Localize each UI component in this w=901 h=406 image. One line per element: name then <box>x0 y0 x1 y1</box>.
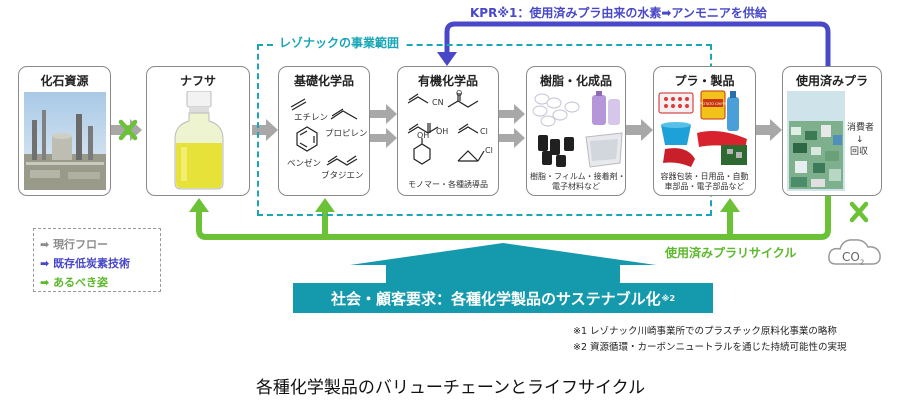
side-text: 回収 <box>850 147 869 157</box>
compound-label: OH <box>436 127 449 136</box>
banner-footnote-mark: ※2 <box>661 293 676 303</box>
box-title: 基礎化学品 <box>293 74 354 88</box>
co2-label: CO2 <box>842 250 865 267</box>
box-organic-chemicals: 有機化学品 CN O OH Cl OH Cl モノマー・各種誘導品 <box>397 66 499 196</box>
legend-arrow-icon: ➡ <box>40 257 50 270</box>
demand-arrow <box>350 243 656 283</box>
recycle-arrowhead <box>315 198 335 212</box>
x-mark-icon <box>118 119 138 141</box>
side-text: 消費者 <box>847 123 875 133</box>
plastic-waste-image <box>787 91 845 191</box>
box-title: 化石資源 <box>40 74 89 88</box>
box-naphtha: ナフサ <box>146 66 250 196</box>
legend-arrow-icon: ➡ <box>40 276 50 289</box>
kpr-arrow <box>444 21 831 66</box>
flow-arrow <box>756 119 782 141</box>
flow-arrow <box>252 119 278 141</box>
compound-label: CN <box>432 98 444 107</box>
legend-label: 現行フロー <box>53 238 109 251</box>
box-caption: 容器包装・日用品・自動 <box>660 172 749 181</box>
compound-label: プロピレン <box>325 129 368 139</box>
box-caption: 樹脂・フィルム・接着剤・ <box>530 172 626 181</box>
compound-label: ブタジエン <box>321 171 364 181</box>
compound-label: Cl <box>485 146 493 155</box>
box-used-plastics: 使用済みプラ 消費者 ↓ 回収 <box>782 66 882 196</box>
legend-label: 既存低炭素技術 <box>53 257 131 270</box>
co2-cloud-icon <box>828 239 881 265</box>
recycle-label: 使用済みプラリサイクル <box>665 246 797 260</box>
figure-caption: 各種化学製品のバリューチェーンとライフサイクル <box>255 378 646 398</box>
flow-arrow <box>370 104 397 124</box>
legend-label: あるべき姿 <box>53 276 109 289</box>
recycle-arrowhead <box>720 198 740 212</box>
compound-label: O <box>456 89 463 98</box>
legend-item-ideal: ➡ あるべき姿 <box>40 274 108 290</box>
organic-chemical-structures <box>407 93 485 165</box>
plastic-products-image: POTATO CHIPS <box>658 90 747 167</box>
kpr-arrowhead <box>437 52 457 66</box>
footnote-2: ※2 資源循環・カーボンニュートラルを通じた持続可能性の実現 <box>573 342 847 353</box>
box-title: 使用済みプラ <box>795 74 868 88</box>
demand-banner: 社会・顧客要求：各種化学製品のサステナブル化※2 <box>293 283 713 313</box>
naphtha-bottle-image <box>174 91 224 190</box>
flow-arrow <box>370 128 397 148</box>
compound-label: エチレン <box>294 113 329 123</box>
resin-products-image <box>532 91 623 168</box>
legend: ➡ 現行フロー ➡ 既存低炭素技術 ➡ あるべき姿 <box>33 228 161 292</box>
box-basic-chemicals: 基礎化学品 エチレン プロピレン ベンゼン ブタジエン <box>278 66 370 196</box>
box-fossil-resources: 化石資源 <box>18 66 111 196</box>
chip-bag-label: POTATO CHIPS <box>700 102 727 106</box>
box-title: 有機化学品 <box>417 74 478 88</box>
recycle-arrow <box>196 196 831 240</box>
box-caption: 電子材料など <box>552 182 600 191</box>
compound-label: ベンゼン <box>287 159 322 169</box>
basic-chemical-structures <box>290 98 358 166</box>
box-caption: モノマー・各種誘導品 <box>408 180 488 189</box>
banner-text: 社会・顧客要求：各種化学製品のサステナブル化 <box>330 289 661 308</box>
box-title: ナフサ <box>179 74 216 88</box>
business-range-label: レゾナックの事業範囲 <box>275 34 404 51</box>
compound-label: Cl <box>480 127 488 136</box>
footnote-1: ※1 レゾナック川崎事業所でのプラスチック原料化事業の略称 <box>573 326 837 337</box>
kpr-label: KPR※1：使用済みプラ由来の水素➡アンモニアを供給 <box>470 6 767 20</box>
compound-label: OH <box>417 131 430 140</box>
box-plastic-products: プラ・製品 POTATO CHIPS 容器包装・日用品・自動 車部品・電子部品な… <box>653 66 756 196</box>
x-mark-icon <box>849 201 869 223</box>
box-title: プラ・製品 <box>674 74 735 88</box>
box-title: 樹脂・化成品 <box>539 74 612 88</box>
flow-arrow <box>499 104 525 124</box>
legend-item-low-carbon: ➡ 既存低炭素技術 <box>40 255 130 271</box>
box-resins: 樹脂・化成品 樹脂・フィルム・接着剤・ 電子材料など <box>526 66 626 196</box>
refinery-image <box>24 92 106 190</box>
recycle-arrowhead <box>189 198 209 212</box>
legend-item-current: ➡ 現行フロー <box>40 236 108 252</box>
box-caption: 車部品・電子部品など <box>664 182 745 191</box>
side-text: ↓ <box>856 135 864 145</box>
flow-arrow <box>499 128 525 148</box>
legend-arrow-icon: ➡ <box>40 238 50 251</box>
flow-arrow <box>626 119 653 141</box>
